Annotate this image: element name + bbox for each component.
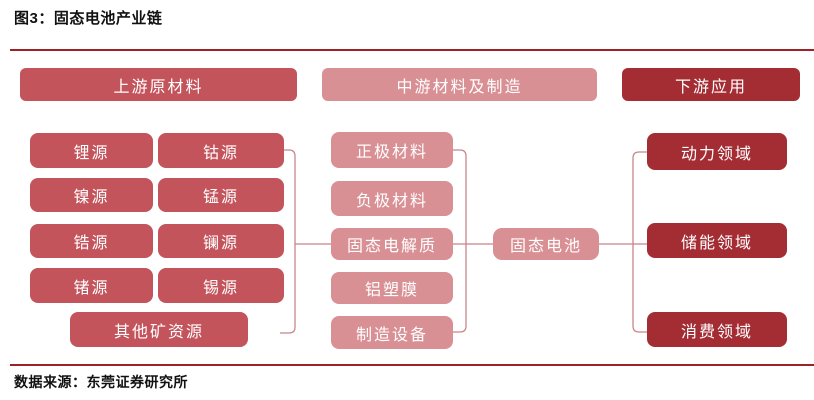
lithium-source-node: 锂源: [30, 133, 153, 168]
power-field-node: 动力领域: [647, 133, 787, 170]
aluminum-plastic-film-node: 铝塑膜: [331, 272, 453, 304]
figure-title: 图3：固态电池产业链: [14, 10, 163, 27]
manufacturing-equipment-node: 制造设备: [331, 316, 453, 349]
solid-state-battery-node: 固态电池: [493, 228, 599, 260]
header-downstream: 下游应用: [622, 68, 800, 101]
germanium-source-node: 锗源: [30, 268, 153, 303]
zirconium-source-node: 锆源: [30, 224, 153, 258]
header-midstream: 中游材料及制造: [322, 68, 597, 101]
bottom-rule: [10, 364, 814, 366]
source-note: 数据来源：东莞证券研究所: [14, 374, 188, 390]
manganese-source-node: 锰源: [158, 178, 284, 212]
top-rule: [10, 49, 814, 51]
cobalt-source-node: 钴源: [158, 133, 284, 168]
other-minerals-node: 其他矿资源: [70, 312, 248, 347]
energy-storage-field-node: 储能领域: [647, 223, 787, 258]
lanthanum-source-node: 镧源: [158, 224, 284, 258]
anode-material-node: 负极材料: [331, 181, 453, 216]
cathode-material-node: 正极材料: [331, 132, 453, 168]
solid-electrolyte-node: 固态电解质: [331, 228, 453, 260]
consumer-field-node: 消费领域: [647, 312, 787, 347]
tin-source-node: 锡源: [158, 268, 284, 303]
header-upstream: 上游原材料: [20, 68, 297, 101]
nickel-source-node: 镍源: [30, 178, 153, 212]
